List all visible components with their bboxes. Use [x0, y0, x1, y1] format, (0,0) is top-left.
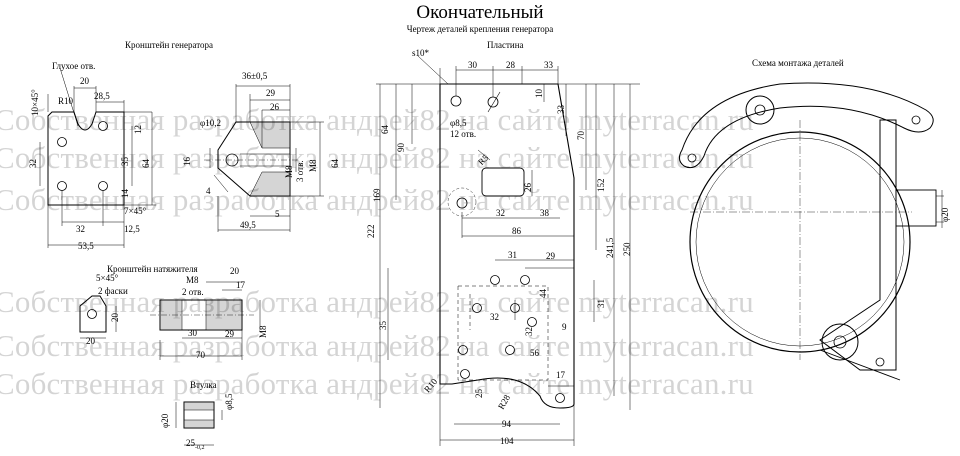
- label-dim-5: 5: [275, 209, 280, 219]
- plate-outline: [376, 55, 640, 446]
- label-tens-20: 20: [230, 266, 239, 276]
- label-plate-241-5: 241,5: [605, 237, 615, 258]
- drawing-subtitle: Чертеж деталей крепления генератора: [406, 24, 554, 34]
- label-bush-25-value: 25: [186, 438, 195, 448]
- label-dim-12-5: 12,5: [124, 224, 140, 234]
- label-plate-17: 17: [556, 370, 565, 380]
- section-title-bushing: Втулка: [190, 380, 217, 390]
- label-tens-29: 29: [225, 329, 234, 339]
- bracket-generator-front: [39, 67, 156, 248]
- watermark-line-2: Собственная разработка андрей82 на сайте…: [0, 140, 754, 175]
- label-bush-25: 25-0,2: [186, 438, 205, 451]
- label-dim-20: 20: [80, 76, 89, 86]
- label-plate-9: 9: [562, 322, 567, 332]
- label-tens-20h: 20: [86, 336, 95, 346]
- label-plate-32: 32: [496, 208, 505, 218]
- section-title-plate: Пластина: [487, 40, 524, 50]
- label-r10: R10: [58, 96, 74, 106]
- assembly-scheme: [678, 82, 944, 381]
- label-plate-104: 104: [500, 436, 514, 446]
- label-plate-56: 56: [530, 348, 539, 358]
- label-dim-32h: 32: [76, 224, 85, 234]
- label-tens-2-holes: 2 отв.: [182, 287, 204, 297]
- label-bush-tolerance: -0,2: [195, 444, 205, 451]
- label-plate-222: 222: [366, 224, 376, 239]
- label-dim-49-5: 49,5: [240, 220, 256, 230]
- label-plate-29: 29: [546, 251, 555, 261]
- label-plate-30: 30: [468, 60, 477, 70]
- label-dim-4: 4: [206, 186, 211, 196]
- label-dim-29: 29: [266, 88, 275, 98]
- label-dim-26: 26: [270, 102, 279, 112]
- label-plate-33: 33: [544, 60, 553, 70]
- label-dim-28-5: 28,5: [94, 91, 110, 101]
- tensioner-bracket: [79, 281, 261, 360]
- watermark-line-6: Собственная разработка андрей82 на сайте…: [0, 366, 754, 401]
- label-bush-phi-20: φ20: [160, 413, 170, 428]
- label-plate-250: 250: [622, 242, 632, 257]
- drawing-title: Окончательный: [416, 2, 544, 23]
- label-tens-chamfer: 5×45°: [96, 273, 119, 283]
- label-plate-32b: 32: [490, 312, 499, 322]
- section-title-bracket-tensioner: Кронштейн натяжителя: [107, 264, 198, 274]
- label-s10: s10*: [412, 48, 430, 58]
- section-title-assembly: Схема монтажа деталей: [752, 58, 844, 68]
- label-tens-17: 17: [236, 280, 245, 290]
- label-tens-m8: M8: [186, 275, 199, 285]
- label-plate-phi-8-5: φ8,5: [450, 118, 467, 128]
- label-plate-94: 94: [502, 419, 511, 429]
- watermark-line-1: Собственная разработка андрей82 на сайте…: [0, 102, 754, 137]
- label-blind-hole: Глухое отв.: [52, 61, 96, 71]
- label-plate-31: 31: [508, 250, 517, 260]
- bushing: [175, 401, 223, 446]
- label-plate-38: 38: [540, 208, 549, 218]
- label-plate-12-holes: 12 отв.: [450, 129, 477, 139]
- watermark-line-4: Собственная разработка андрей82 на сайте…: [0, 284, 754, 319]
- label-plate-28: 28: [506, 60, 515, 70]
- label-tens-30: 30: [188, 328, 197, 338]
- label-plate-10: 10: [534, 89, 544, 98]
- label-phi-10-2: φ10,2: [200, 118, 221, 128]
- section-title-bracket-generator: Кронштейн генератора: [125, 40, 214, 50]
- label-tens-70: 70: [196, 350, 205, 360]
- label-dim-36: 36±0,5: [242, 71, 268, 81]
- label-assembly-phi-20: φ20: [940, 207, 950, 222]
- watermark-line-5: Собственная разработка андрей82 на сайте…: [0, 328, 754, 363]
- watermark-line-3: Собственная разработка андрей82 на сайте…: [0, 182, 754, 217]
- bracket-generator-side: [204, 84, 324, 232]
- label-plate-86: 86: [512, 226, 521, 236]
- label-tens-2-chamfers: 2 фаски: [98, 286, 128, 296]
- label-chamfer-bottom: 7×45°: [124, 206, 147, 216]
- label-dim-53-5: 53,5: [78, 241, 94, 251]
